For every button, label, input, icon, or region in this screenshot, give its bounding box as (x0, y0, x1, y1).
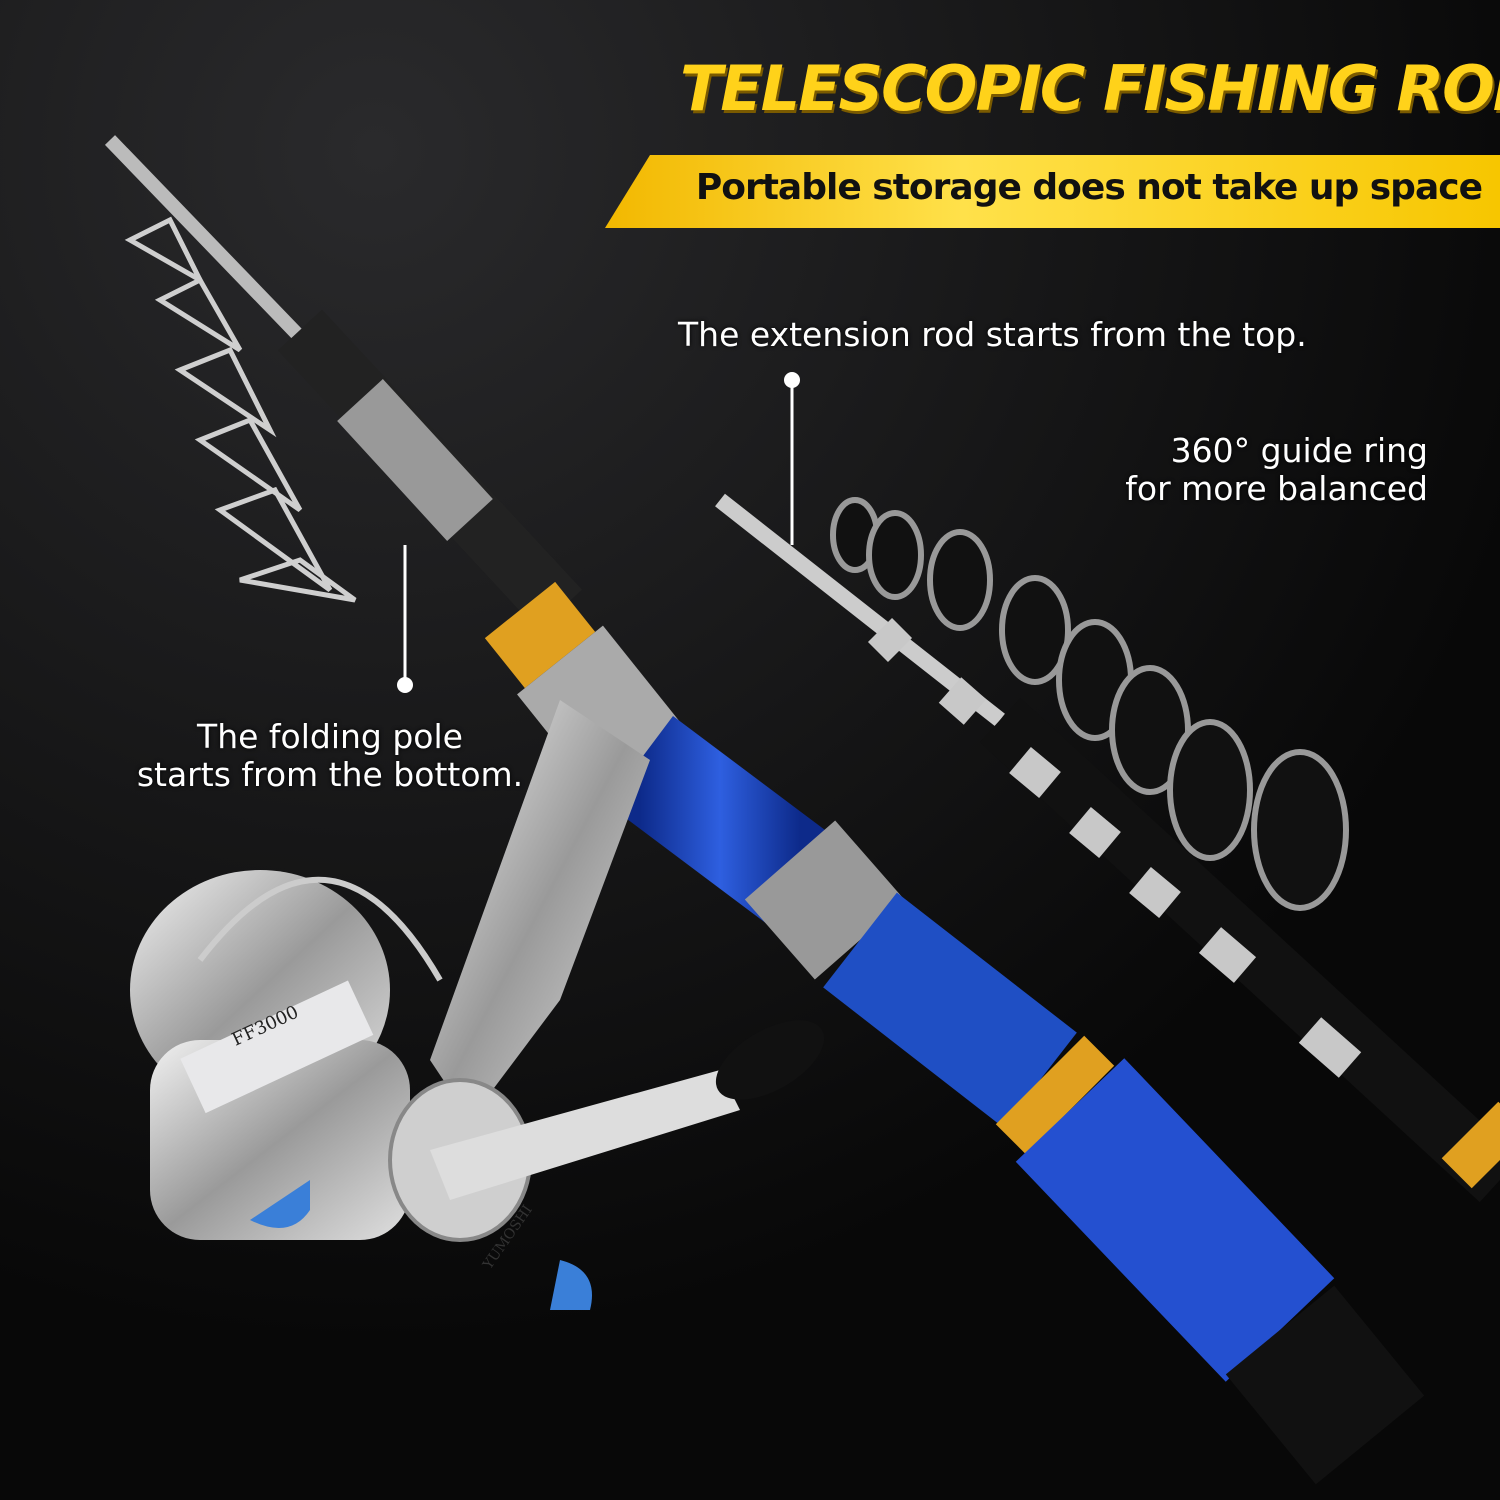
folding-callout: The folding pole starts from the bottom. (100, 718, 560, 794)
guide-ring-line-2: for more balanced (1125, 469, 1428, 508)
callout-pointer-top (784, 372, 800, 545)
extended-rod (715, 493, 1500, 1203)
spinning-reel: FF3000 YUMOSHI (130, 700, 825, 1310)
folded-rod (104, 135, 1425, 1485)
callout-pointer-bottom (397, 545, 413, 693)
folding-line-2: starts from the bottom. (136, 755, 524, 794)
extension-callout: The extension rod starts from the top. (678, 315, 1307, 354)
guide-ring-callout: 360° guide ring for more balanced (1060, 432, 1428, 508)
folding-line-1: The folding pole (197, 717, 463, 756)
headline-title: TELESCOPIC FISHING ROD (680, 52, 1500, 125)
guide-ring-line-1: 360° guide ring (1170, 431, 1428, 470)
banner-text: Portable storage does not take up space (695, 167, 1483, 208)
subtitle-banner: Portable storage does not take up space (605, 155, 1500, 228)
